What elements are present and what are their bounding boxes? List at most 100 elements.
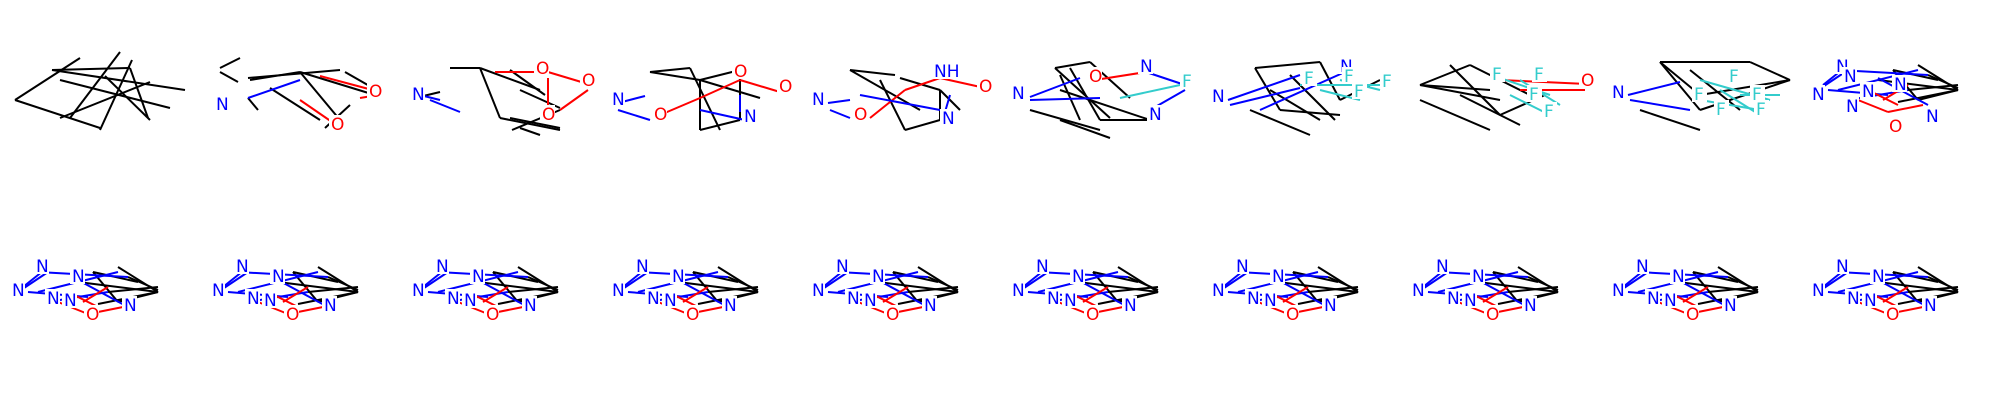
hetero-bond-9-0 xyxy=(1627,81,1681,96)
atom-label-bg xyxy=(1692,85,1707,102)
atom-label-20-3: N xyxy=(1847,289,1860,309)
atom-label-bg xyxy=(670,267,685,284)
bond-16-4 xyxy=(1077,281,1159,293)
atom-label-bg xyxy=(922,296,937,313)
bond-7-4 xyxy=(1279,109,1341,116)
bond-1-3 xyxy=(51,67,131,71)
atom-label-bg xyxy=(1870,267,1885,284)
atom-label-18-2: N xyxy=(1472,267,1485,287)
bond-4-1 xyxy=(649,71,701,81)
bond-18-7 xyxy=(1527,276,1559,291)
atom-label-19-1: N xyxy=(1612,281,1625,301)
bond-8-6 xyxy=(1419,84,1501,101)
bond-18-4 xyxy=(1477,281,1559,293)
atom-label-bg xyxy=(932,62,958,79)
atom-label-10-2: N xyxy=(1844,67,1857,87)
atom-label-5-3: O xyxy=(854,105,867,125)
atom-label-bg xyxy=(540,105,555,122)
hetero-bond-5-1 xyxy=(829,109,851,119)
bond-11-7 xyxy=(127,276,159,291)
atom-label-19-0: N xyxy=(1636,257,1649,277)
atom-label-bg xyxy=(1750,85,1765,102)
atom-label-bg xyxy=(610,281,625,298)
atom-label-bg xyxy=(862,291,877,308)
hetero-bond-2-2 xyxy=(299,99,333,123)
atom-label-bg xyxy=(534,59,549,76)
atom-label-9-1: F xyxy=(1694,85,1704,105)
atom-label-12-4: N xyxy=(264,291,277,311)
atom-label-bg xyxy=(1470,267,1485,284)
atom-label-bg xyxy=(1270,267,1285,284)
atom-label-6-4: N xyxy=(1149,105,1162,125)
atom-label-8-0: O xyxy=(1581,71,1594,91)
atom-label-bg xyxy=(1322,296,1337,313)
bond-6-8 xyxy=(1059,89,1151,121)
bond-3-2 xyxy=(479,67,541,91)
atom-label-bg xyxy=(777,77,792,94)
atom-label-9-4: F xyxy=(1716,100,1726,120)
bond-20-4 xyxy=(1877,281,1959,293)
atom-label-bg xyxy=(977,77,992,94)
atom-label-bg xyxy=(1610,281,1625,298)
atom-label-bg xyxy=(234,257,249,274)
atom-label-17-6: N xyxy=(1324,296,1337,316)
atom-label-9-5: F xyxy=(1756,100,1766,120)
bond-6-7 xyxy=(1059,119,1111,139)
atom-label-10-6: O xyxy=(1889,117,1902,137)
hetero-bond-10-8 xyxy=(1887,104,1924,113)
atom-label-bg xyxy=(1842,67,1857,84)
atom-label-bg xyxy=(214,95,229,112)
hetero-bond-19-10 xyxy=(1682,286,1709,303)
hetero-bond-16-10 xyxy=(1082,286,1109,303)
bond-9-5 xyxy=(1689,69,1741,111)
atom-label-15-3: N xyxy=(847,289,860,309)
bond-4-0 xyxy=(649,67,691,73)
atom-label-bg xyxy=(1860,82,1875,99)
atom-label-18-1: N xyxy=(1412,281,1425,301)
atom-label-bg xyxy=(634,257,649,274)
hetero-bond-5-3 xyxy=(904,77,941,91)
bond-16-7 xyxy=(1127,276,1159,291)
bond-10-4 xyxy=(1877,79,1959,91)
atom-label-bg xyxy=(1670,267,1685,284)
bond-5-3 xyxy=(904,119,941,131)
atom-label-10-1: N xyxy=(1812,85,1825,105)
atom-label-15-6: N xyxy=(924,296,937,316)
atom-label-12-1: N xyxy=(212,281,225,301)
atom-label-6-1: O xyxy=(1089,67,1102,87)
atom-label-bg xyxy=(1522,296,1537,313)
bond-8-1 xyxy=(1419,84,1491,91)
atom-label-bg xyxy=(1490,65,1505,82)
atom-label-15-2: N xyxy=(872,267,885,287)
atom-label-bg xyxy=(522,296,537,313)
atom-label-bg xyxy=(1722,296,1737,313)
atom-label-bg xyxy=(1445,289,1460,306)
atom-label-bg xyxy=(1062,291,1077,308)
atom-label-13-0: N xyxy=(436,257,449,277)
atom-label-bg xyxy=(1834,257,1849,274)
bond-8-5 xyxy=(1459,94,1521,126)
atom-label-20-6: N xyxy=(1924,296,1937,316)
atom-label-bg xyxy=(1284,305,1299,322)
atom-label-bg xyxy=(810,281,825,298)
atom-label-15-0: N xyxy=(836,257,849,277)
atom-label-11-4: N xyxy=(64,291,77,311)
atom-label-16-1: N xyxy=(1012,281,1025,301)
atom-label-9-2: F xyxy=(1729,67,1739,87)
atom-label-14-6: N xyxy=(724,296,737,316)
bond-19-7 xyxy=(1727,276,1759,291)
atom-label-bg xyxy=(322,296,337,313)
atom-label-bg xyxy=(834,257,849,274)
atom-label-14-0: N xyxy=(636,257,649,277)
atom-label-14-1: N xyxy=(612,281,625,301)
atom-label-6-2: F xyxy=(1182,72,1192,92)
bond-2-1 xyxy=(219,71,239,83)
bond-6-6 xyxy=(1029,109,1101,131)
bond-2-5 xyxy=(299,71,376,96)
hetero-bond-20-6 xyxy=(1877,279,1929,308)
